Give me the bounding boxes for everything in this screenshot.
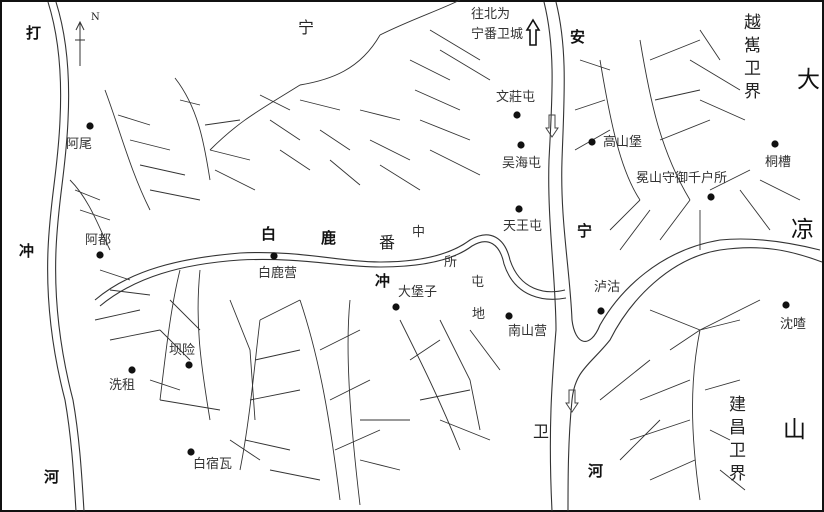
settlement-label-baxian: 坝险: [169, 343, 196, 358]
tuntian-label-3: 番: [379, 233, 396, 252]
dachong-river-label-3: 河: [44, 468, 60, 486]
settlement-label-baisuwa: 白宿瓦: [193, 457, 233, 472]
north-direction-arrow-icon: [525, 18, 541, 46]
ningfan-label-2: 卫: [533, 422, 550, 441]
settlement-label-mianshan: 冕山守御千户所: [636, 171, 728, 186]
settlement-label-xizu: 洗租: [109, 378, 136, 393]
flow-arrow-icon: [545, 114, 579, 413]
mountain-ridges: [69, 0, 801, 506]
dot-shencha: [782, 301, 790, 309]
anning-river-label-1: 安: [570, 28, 586, 46]
north-arrow-icon: [75, 20, 85, 66]
settlement-label-gaoshanbao: 高山堡: [603, 135, 643, 150]
jianchang-border-label: 建昌卫界: [729, 395, 746, 484]
tuntian-label-2: 鹿: [321, 229, 337, 247]
north-label: N: [91, 12, 100, 23]
dot-dabaozi: [392, 303, 400, 311]
daliangshan-label-1: 大: [797, 67, 820, 93]
ningfan-label-1: 宁: [298, 18, 315, 37]
dot-awei: [86, 122, 94, 130]
bailu-tributary: [94, 234, 567, 307]
tuntian-label-4: 中: [412, 225, 426, 240]
yuexi-border-label: 越嶲卫界: [744, 13, 761, 102]
dot-nanshanying: [505, 312, 513, 320]
dot-wuhaitun: [517, 141, 525, 149]
tuntian-label-6: 屯: [471, 275, 485, 290]
tuntian-label-7: 地: [472, 307, 486, 322]
settlement-label-tongcao: 桐槽: [765, 155, 792, 170]
settlement-label-tianwangtun: 天王屯: [503, 219, 543, 234]
settlement-dots: [86, 111, 790, 456]
dot-gaoshanbao: [588, 138, 596, 146]
settlement-label-lugu: 泸沽: [594, 280, 621, 295]
dot-wenzhuangtun: [513, 111, 521, 119]
dot-bailuying: [270, 252, 278, 260]
north-note-line1: 往北为: [471, 7, 511, 22]
dot-baxian: [185, 361, 193, 369]
anning-river-label-3: 河: [588, 462, 604, 480]
anning-river-label-2: 宁: [577, 222, 593, 240]
anning-river: [543, 1, 823, 512]
settlement-label-dabaozi: 大堡子: [398, 285, 438, 300]
settlement-label-shencha: 沈喳: [780, 317, 807, 332]
settlement-label-adu: 阿都: [85, 233, 112, 248]
settlement-label-wuhaitun: 吴海屯: [502, 156, 542, 171]
dachong-river-label-2: 冲: [19, 242, 35, 260]
dot-adu: [96, 251, 104, 259]
dot-mianshan: [707, 193, 715, 201]
dachong-river: [47, 1, 85, 512]
dot-xizu: [128, 366, 136, 374]
dachong-river-label-1: 打: [26, 24, 42, 42]
settlement-label-nanshanying: 南山营: [508, 324, 548, 339]
dot-lugu: [597, 307, 605, 315]
tributary-label: 冲: [375, 272, 391, 290]
daliangshan-label-2: 凉: [791, 217, 814, 243]
settlement-label-awei: 阿尾: [66, 137, 93, 152]
tuntian-label-1: 白: [261, 225, 277, 243]
settlement-label-bailuying: 白鹿营: [258, 266, 298, 281]
settlement-label-wenzhuangtun: 文莊屯: [496, 90, 536, 105]
dot-baisuwa: [187, 448, 195, 456]
dot-tongcao: [771, 140, 779, 148]
north-note-line2: 宁番卫城: [471, 27, 524, 42]
dot-tianwangtun: [515, 205, 523, 213]
tuntian-label-5: 所: [444, 255, 458, 270]
daliangshan-label-3: 山: [783, 417, 806, 443]
